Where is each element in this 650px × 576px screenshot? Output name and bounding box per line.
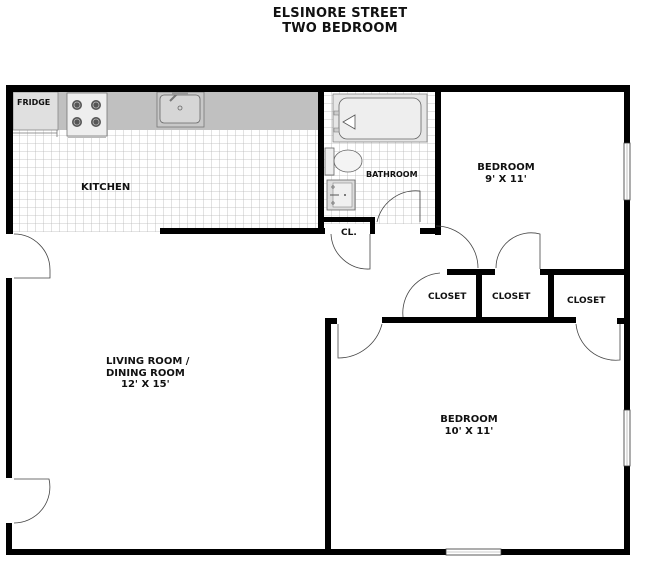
toilet-icon [324, 147, 363, 176]
bedroom2-name: BEDROOM [440, 414, 498, 425]
bedroom2-label: BEDROOM 10' X 11' [429, 414, 509, 437]
kitchen-sink-icon [156, 91, 205, 128]
door-swings [13, 190, 621, 524]
plan-title: ELSINORE STREET [272, 6, 408, 21]
walls [6, 85, 630, 555]
bathroom-label: BATHROOM [366, 170, 418, 179]
fridge-label: FRIDGE [17, 98, 51, 107]
bedroom1-label: BEDROOM 9' X 11' [466, 162, 546, 185]
bedroom1-size: 9' X 11' [485, 173, 527, 185]
closet1-label: CLOSET [428, 292, 467, 302]
closet2-label: CLOSET [492, 292, 531, 302]
plan-subtitle: TWO BEDROOM [282, 21, 398, 36]
living-room-size: 12' X 15' [121, 379, 170, 390]
bathtub-icon [332, 93, 428, 143]
window-bedroom1 [623, 142, 631, 201]
bathroom-sink-icon [326, 179, 356, 211]
kitchen-label: KITCHEN [81, 182, 131, 193]
window-bedroom2-bottom [445, 548, 502, 556]
living-room-name-line2: DINING ROOM [106, 367, 185, 379]
living-room-label: LIVING ROOM / DINING ROOM 12' X 15' [106, 356, 189, 391]
closet3-label: CLOSET [567, 296, 606, 306]
stove-icon [66, 92, 108, 138]
bedroom1-name: BEDROOM [477, 162, 535, 173]
living-room-name-line1: LIVING ROOM / [106, 356, 190, 367]
linen-closet-label: CL. [341, 228, 357, 238]
window-bedroom2-side [623, 409, 631, 467]
bedroom2-size: 10' X 11' [444, 425, 494, 437]
